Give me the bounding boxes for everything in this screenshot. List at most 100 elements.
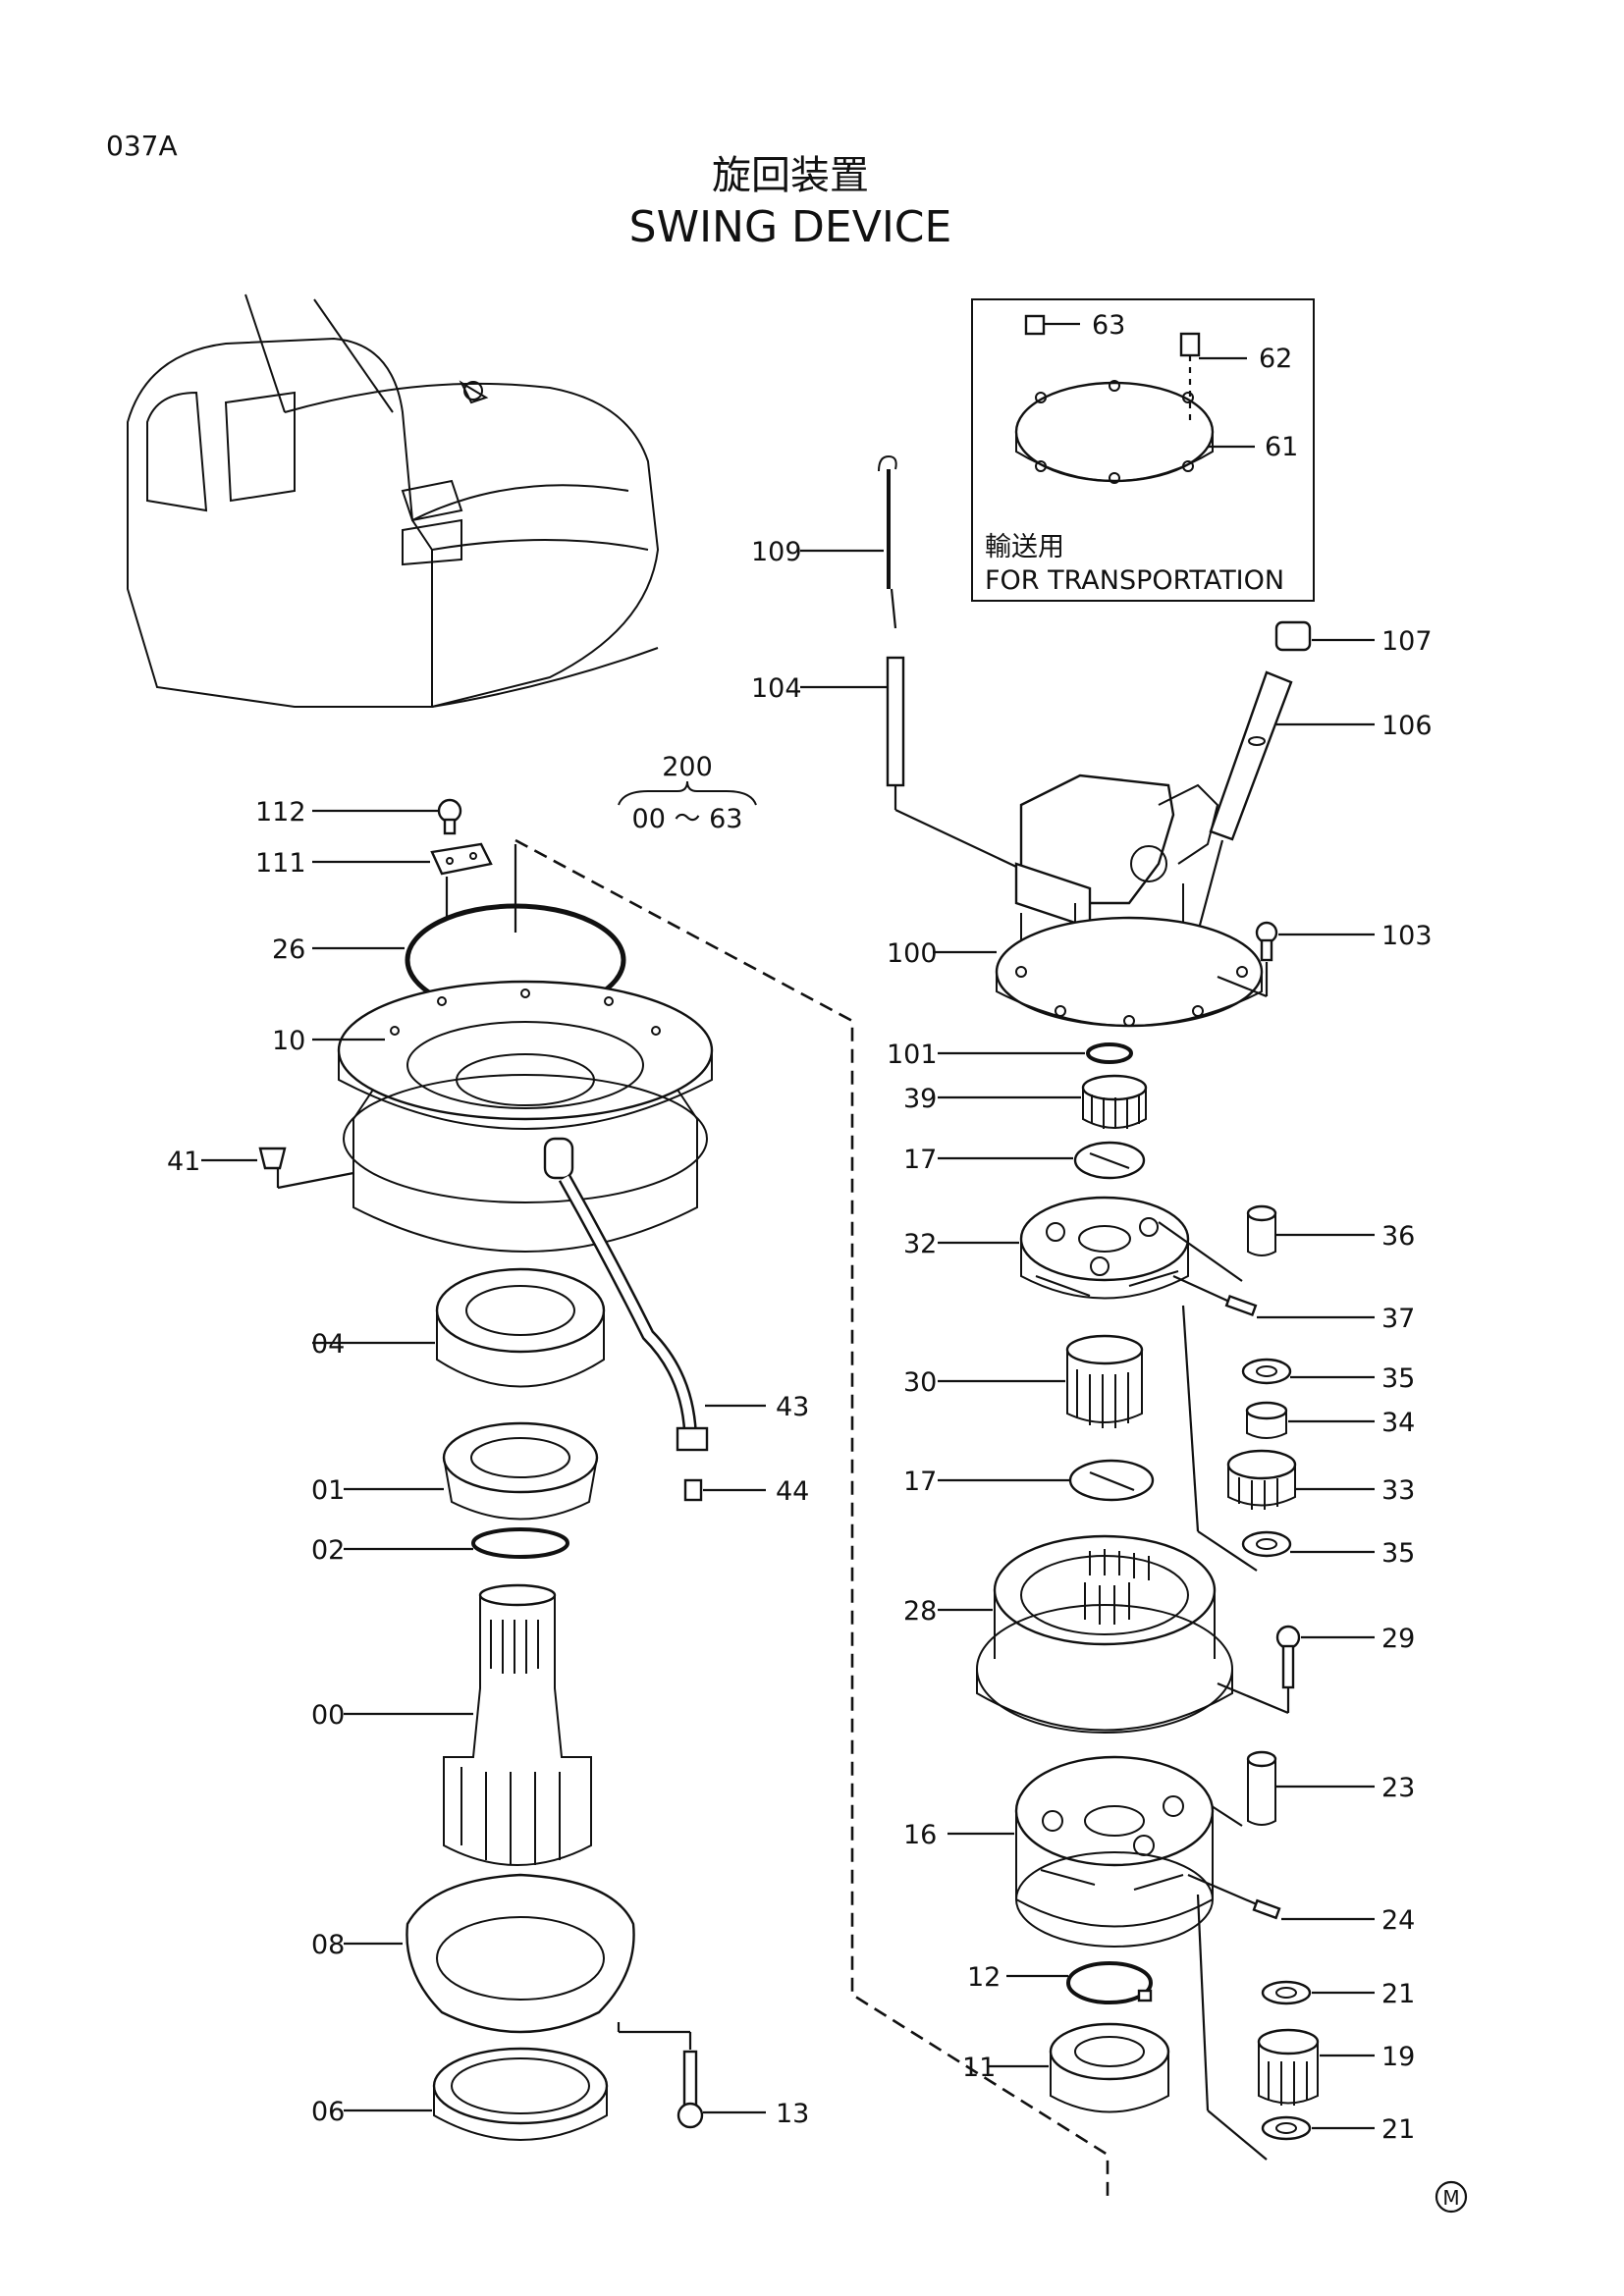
part-112-bolt xyxy=(437,798,462,835)
part-17-plate-upper xyxy=(1073,1141,1146,1180)
callout-24: 24 xyxy=(1381,1905,1415,1936)
part-23-pin xyxy=(1246,1750,1277,1826)
callout-107: 107 xyxy=(1381,626,1433,657)
part-111-plate xyxy=(430,842,493,876)
part-37-pin xyxy=(1224,1294,1258,1317)
callout-43: 43 xyxy=(776,1392,809,1422)
page-code: 037A xyxy=(106,130,178,162)
callout-37: 37 xyxy=(1381,1304,1415,1334)
callout-61: 61 xyxy=(1265,432,1298,462)
callout-10: 10 xyxy=(272,1026,305,1056)
callout-26: 26 xyxy=(272,934,305,965)
callout-100: 100 xyxy=(887,938,938,969)
callout-36: 36 xyxy=(1381,1221,1415,1252)
callout-63: 63 xyxy=(1092,310,1125,341)
part-21-thrust-washer-upper xyxy=(1261,1980,1312,2005)
part-21-thrust-washer-lower xyxy=(1261,2115,1312,2141)
callout-34: 34 xyxy=(1381,1408,1415,1438)
part-11-bearing xyxy=(1049,2022,1170,2113)
callout-08: 08 xyxy=(311,1930,345,1960)
callout-04: 04 xyxy=(311,1329,345,1360)
callout-28: 28 xyxy=(903,1596,937,1627)
part-109-dipstick xyxy=(878,454,897,629)
callout-23: 23 xyxy=(1381,1773,1415,1803)
part-39-gear xyxy=(1081,1074,1148,1129)
manufacturer-mark-letter: M xyxy=(1442,2186,1459,2210)
callout-30: 30 xyxy=(903,1367,937,1398)
part-08-flange xyxy=(406,1873,635,2034)
part-100-motor xyxy=(995,774,1264,1028)
callout-06: 06 xyxy=(311,2097,345,2127)
inset-caption-english: FOR TRANSPORTATION xyxy=(985,565,1284,596)
part-01-seal-housing xyxy=(442,1421,599,1521)
assembly-range: 00 ～ 63 xyxy=(632,804,743,834)
part-24-pin xyxy=(1252,1898,1281,1920)
callout-16: 16 xyxy=(903,1820,937,1850)
transportation-inset: 63 62 61 輸送用 FOR TRANSPORTATION xyxy=(971,298,1315,602)
callout-29: 29 xyxy=(1381,1624,1415,1654)
part-104-pipe xyxy=(886,656,905,787)
part-35-thrust-plate-lower xyxy=(1241,1530,1292,1558)
part-36-pin xyxy=(1246,1204,1277,1256)
part-107-cap xyxy=(1274,620,1312,652)
callout-17-lower: 17 xyxy=(903,1467,937,1497)
callout-39: 39 xyxy=(903,1084,937,1114)
part-33-planet-gear xyxy=(1226,1449,1297,1510)
part-16-carrier xyxy=(1014,1755,1215,1948)
callout-112: 112 xyxy=(255,797,306,828)
title-english: SWING DEVICE xyxy=(629,202,952,252)
callout-21-upper: 21 xyxy=(1381,1979,1415,2009)
part-35-thrust-plate-upper xyxy=(1241,1358,1292,1385)
callout-01: 01 xyxy=(311,1475,345,1506)
assembly-line-right xyxy=(514,838,1110,2196)
callout-111: 111 xyxy=(255,848,306,879)
part-106-pipe xyxy=(1209,670,1293,841)
part-28-ring-gear xyxy=(976,1534,1233,1734)
part-41-plug xyxy=(258,1147,287,1170)
part-12-snap-ring xyxy=(1066,1961,1153,2004)
callout-11: 11 xyxy=(962,2053,996,2083)
part-101-ring xyxy=(1086,1042,1133,1064)
callout-106: 106 xyxy=(1381,711,1433,741)
part-13-bolt xyxy=(677,2050,704,2129)
callout-41: 41 xyxy=(167,1147,200,1177)
callout-44: 44 xyxy=(776,1476,809,1507)
part-34-needle-bearing xyxy=(1245,1401,1288,1439)
callout-109: 109 xyxy=(751,537,802,567)
manufacturer-mark: M xyxy=(1435,2180,1468,2214)
callout-00: 00 xyxy=(311,1700,345,1731)
callout-35-upper: 35 xyxy=(1381,1363,1415,1394)
part-02-o-ring xyxy=(471,1527,569,1559)
callout-13: 13 xyxy=(776,2099,809,2129)
machine-overview-drawing xyxy=(127,294,660,708)
callout-17-upper: 17 xyxy=(903,1145,937,1175)
part-29-bolt xyxy=(1275,1625,1301,1689)
part-10-housing xyxy=(337,980,714,1253)
callout-104: 104 xyxy=(751,673,802,704)
inset-caption-japanese: 輸送用 xyxy=(985,532,1064,562)
callout-02: 02 xyxy=(311,1535,345,1566)
callout-33: 33 xyxy=(1381,1475,1415,1506)
callout-12: 12 xyxy=(967,1962,1001,1993)
title-japanese: 旋回装置 xyxy=(712,153,869,198)
part-06-seal xyxy=(432,2047,609,2141)
part-103-bolt xyxy=(1255,921,1278,962)
callout-32: 32 xyxy=(903,1229,937,1259)
part-32-carrier xyxy=(1019,1196,1190,1300)
callout-62: 62 xyxy=(1259,344,1292,374)
assembly-number: 200 xyxy=(662,752,713,782)
callout-21-lower: 21 xyxy=(1381,2114,1415,2145)
callout-103: 103 xyxy=(1381,921,1433,951)
part-30-sun-gear xyxy=(1065,1334,1144,1428)
assembly-bracket: 200 00 ～ 63 xyxy=(618,752,757,834)
callout-101: 101 xyxy=(887,1040,938,1070)
part-00-shaft xyxy=(443,1583,592,1866)
callout-19: 19 xyxy=(1381,2042,1415,2072)
part-04-bearing xyxy=(435,1267,606,1388)
callout-35-lower: 35 xyxy=(1381,1538,1415,1569)
part-19-planet-gear xyxy=(1257,2028,1320,2106)
part-44-plug xyxy=(683,1478,703,1502)
part-17-plate-lower xyxy=(1068,1459,1155,1502)
part-43-hose xyxy=(558,1174,709,1452)
